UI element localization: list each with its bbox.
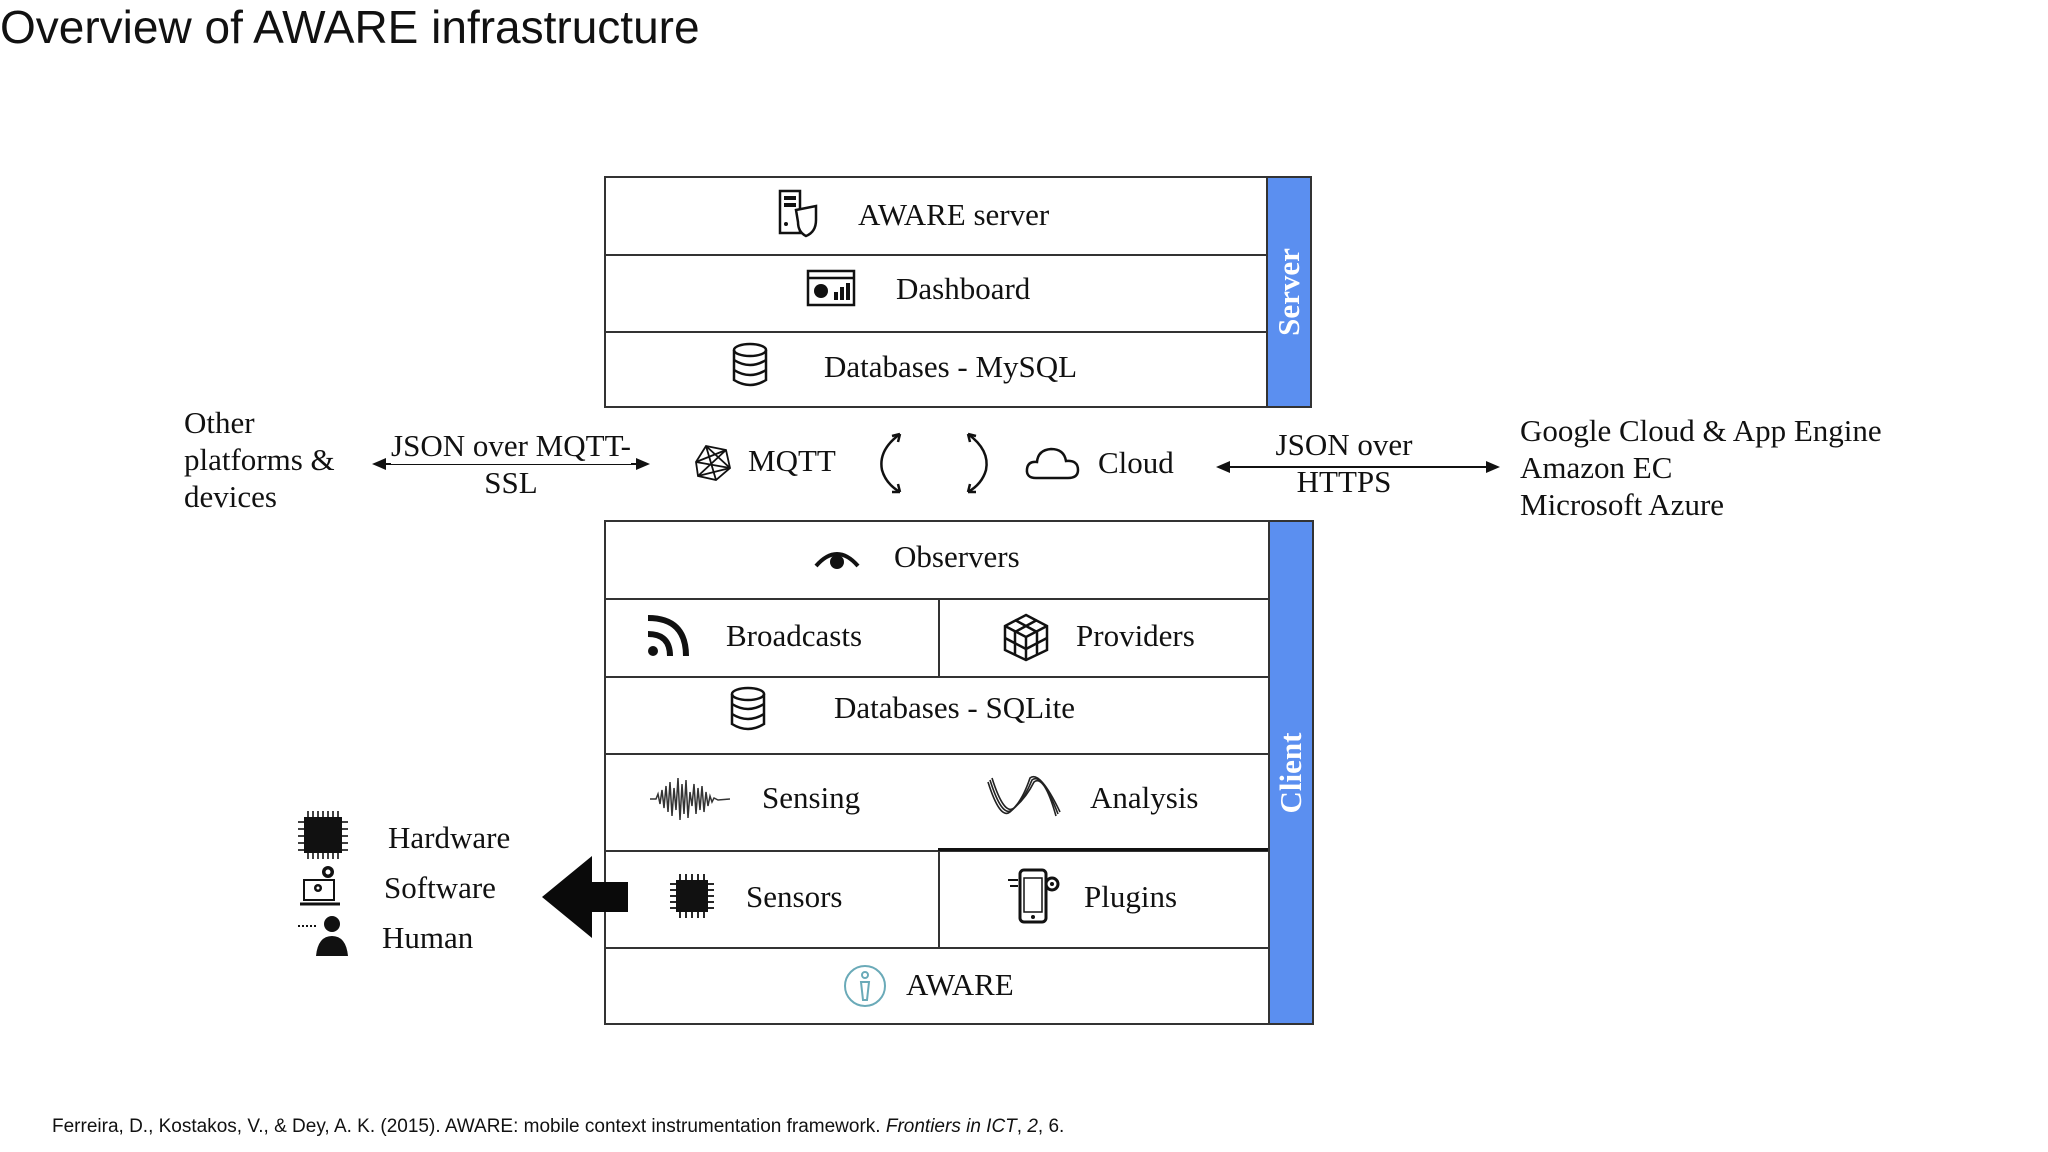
providers-label: Providers bbox=[1076, 618, 1195, 653]
analysis-wave-icon bbox=[987, 775, 1061, 817]
plugins-label: Plugins bbox=[1084, 879, 1178, 914]
cloud-icon bbox=[1025, 447, 1080, 480]
client-row-sensors-plugins bbox=[606, 852, 1268, 949]
server-label-dashboard: Dashboard bbox=[896, 271, 1031, 306]
software-label: Software bbox=[384, 870, 496, 905]
human-icon bbox=[298, 916, 348, 956]
human-label: Human bbox=[382, 920, 474, 955]
sensing-label: Sensing bbox=[762, 780, 861, 815]
server-label-aware-server: AWARE server bbox=[858, 197, 1050, 232]
server-row-dashboard bbox=[606, 256, 1266, 333]
client-divider-lower bbox=[938, 852, 940, 949]
output-arrow bbox=[542, 856, 628, 938]
other-platforms-text: Other platforms & devices bbox=[184, 405, 335, 514]
aware-logo-icon bbox=[844, 965, 886, 1007]
client-band-label: Client bbox=[1273, 732, 1308, 813]
client-row-observers bbox=[606, 522, 1268, 600]
sensors-label: Sensors bbox=[746, 879, 843, 914]
server-band: Server bbox=[1266, 176, 1312, 408]
plugin-phone-icon bbox=[1008, 868, 1060, 924]
client-divider-upper bbox=[938, 600, 940, 678]
mqtt-label: MQTT bbox=[748, 443, 836, 478]
database-icon bbox=[732, 342, 768, 387]
server-icon bbox=[778, 189, 818, 238]
sync-arrows-icon bbox=[880, 432, 988, 494]
broadcasts-label: Broadcasts bbox=[726, 618, 863, 653]
mqtt-arrow-label: JSON over MQTT- SSL bbox=[391, 427, 631, 500]
page-title: Overview of AWARE infrastructure bbox=[0, 1, 700, 53]
aware-label: AWARE bbox=[906, 967, 1014, 1002]
client-row-databases bbox=[606, 678, 1268, 755]
client-row-broadcasts-providers bbox=[606, 600, 1268, 678]
observers-label: Observers bbox=[894, 539, 1020, 574]
https-arrow-label: JSON over HTTPS bbox=[1275, 427, 1413, 499]
client-stack bbox=[604, 520, 1272, 1025]
client-row-sensing-analysis bbox=[606, 755, 1268, 852]
broadcast-icon bbox=[647, 615, 689, 657]
databases-sqlite-label: Databases - SQLite bbox=[834, 690, 1076, 725]
https-double-arrow bbox=[1216, 461, 1500, 473]
hardware-chip-icon bbox=[298, 811, 348, 859]
sensor-chip-icon bbox=[670, 874, 714, 918]
hardware-label: Hardware bbox=[388, 820, 511, 855]
mqtt-double-arrow bbox=[372, 458, 650, 470]
citation: Ferreira, D., Kostakos, V., & Dey, A. K.… bbox=[52, 1116, 1065, 1137]
server-stack bbox=[604, 176, 1268, 408]
sensing-waveform-icon bbox=[650, 777, 730, 821]
client-band: Client bbox=[1268, 520, 1314, 1025]
database-sqlite-icon bbox=[730, 686, 766, 731]
analysis-plugins-separator bbox=[938, 848, 1272, 851]
server-row-aware-server bbox=[606, 178, 1266, 256]
dashboard-icon bbox=[806, 269, 856, 307]
analysis-label: Analysis bbox=[1090, 780, 1199, 815]
eye-icon bbox=[814, 552, 860, 569]
software-gear-laptop-icon bbox=[300, 866, 340, 906]
providers-cube-icon bbox=[1003, 613, 1049, 662]
server-label-databases: Databases - MySQL bbox=[824, 349, 1078, 384]
mqtt-network-icon bbox=[695, 444, 731, 481]
server-band-label: Server bbox=[1271, 248, 1306, 336]
cloud-providers-text: Google Cloud & App Engine Amazon EC Micr… bbox=[1520, 413, 1882, 522]
cloud-label: Cloud bbox=[1098, 445, 1174, 480]
